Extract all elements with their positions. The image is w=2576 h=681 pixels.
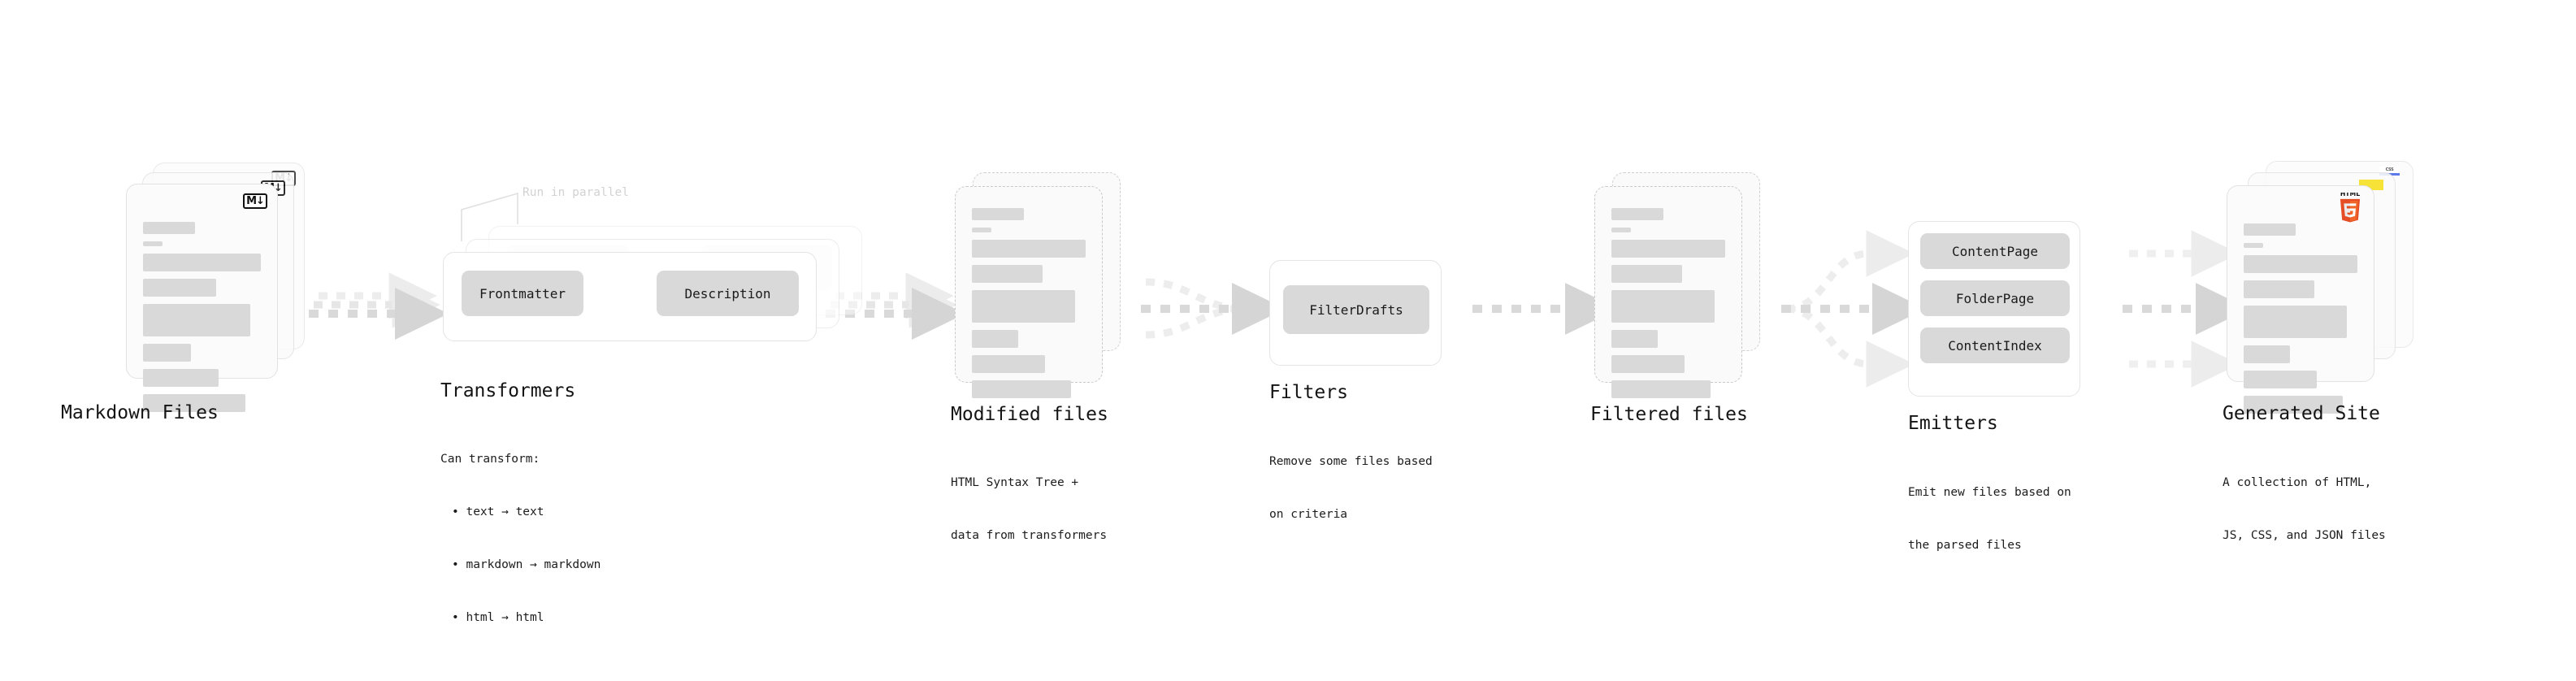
modified-file-stack [955,172,1130,432]
stage-subtitle-modified-files: HTML Syntax Tree + data from transformer… [951,439,1107,580]
run-in-parallel-label: Run in parallel [523,186,629,199]
markdown-icon: M↓ [243,193,267,209]
transform-caption: Can transform: [440,452,540,466]
connector-emitters-to-site [2123,230,2249,388]
subtitle-line: on criteria [1269,507,1348,521]
stage-subtitle-emitters: Emit new files based on the parsed files [1908,449,2071,590]
plugin-pill-description[interactable]: Description [657,271,799,316]
stage-markdown-files: M↓ M↓ M↓ Markdown Files [61,163,305,423]
modified-file-card-front [955,186,1103,398]
connector-modified-to-filters [1141,278,1286,339]
filtered-file-stack [1594,172,1769,432]
html5-icon: HTML [2336,190,2364,223]
stage-title-markdown-files: Markdown Files [61,402,219,423]
document-content-lines [1611,208,1725,406]
markdown-file-stack: M↓ M↓ M↓ [126,163,305,423]
transform-item: • html → html [452,611,544,625]
stage-subtitle-filters: Remove some files based on criteria [1269,418,1433,559]
plugin-pill-filterdrafts[interactable]: FilterDrafts [1283,285,1429,334]
plugin-pill-frontmatter[interactable]: Frontmatter [462,271,583,316]
stage-title-modified-files: Modified files [951,404,1108,425]
stage-title-transformers: Transformers [440,380,576,401]
subtitle-line: the parsed files [1908,538,2022,552]
stage-generated-site: CSS HTML [2223,161,2413,542]
stage-subtitle-transformers: Can transform: • text → text • markdown … [440,415,601,663]
subtitle-line: HTML Syntax Tree + [951,475,1079,489]
subtitle-line: Emit new files based on [1908,485,2071,499]
stage-filtered-files: Filtered files [1590,172,1769,432]
connector-markdown-to-transformers [309,272,449,340]
filter-group: FilterDrafts [1269,260,1442,366]
plugin-pill-contentindex[interactable]: ContentIndex [1920,327,2070,363]
plugin-pill-contentpage[interactable]: ContentPage [1920,233,2070,269]
document-content-lines [2244,223,2357,421]
svg-text:HTML: HTML [2340,193,2360,197]
emitter-group: ContentPage FolderPage ContentIndex [1908,221,2080,397]
markdown-file-card-front: M↓ [126,184,278,412]
subtitle-line: JS, CSS, and JSON files [2223,528,2386,542]
transformer-group-front: Frontmatter Description [443,252,817,341]
stage-title-filtered-files: Filtered files [1590,404,1748,425]
stage-title-emitters: Emitters [1908,413,1998,434]
plugin-pill-folderpage[interactable]: FolderPage [1920,280,2070,316]
filtered-file-card-front [1594,186,1742,398]
subtitle-line: A collection of HTML, [2223,475,2372,489]
connector-filtered-to-emitters [1781,230,1926,388]
stage-title-filters: Filters [1269,382,1348,403]
site-file-card-html: HTML [2227,185,2374,414]
transform-item: • text → text [452,505,544,518]
stage-subtitle-generated-site: A collection of HTML, JS, CSS, and JSON … [2223,439,2386,580]
stage-modified-files: Modified files HTML Syntax Tree + data f… [951,172,1130,542]
stage-title-generated-site: Generated Site [2223,403,2380,424]
transform-item: • markdown → markdown [452,558,601,571]
generated-site-stack: CSS HTML [2227,161,2413,429]
subtitle-line: Remove some files based [1269,454,1433,468]
document-content-lines [143,222,261,419]
subtitle-line: data from transformers [951,528,1108,542]
document-content-lines [972,208,1086,406]
